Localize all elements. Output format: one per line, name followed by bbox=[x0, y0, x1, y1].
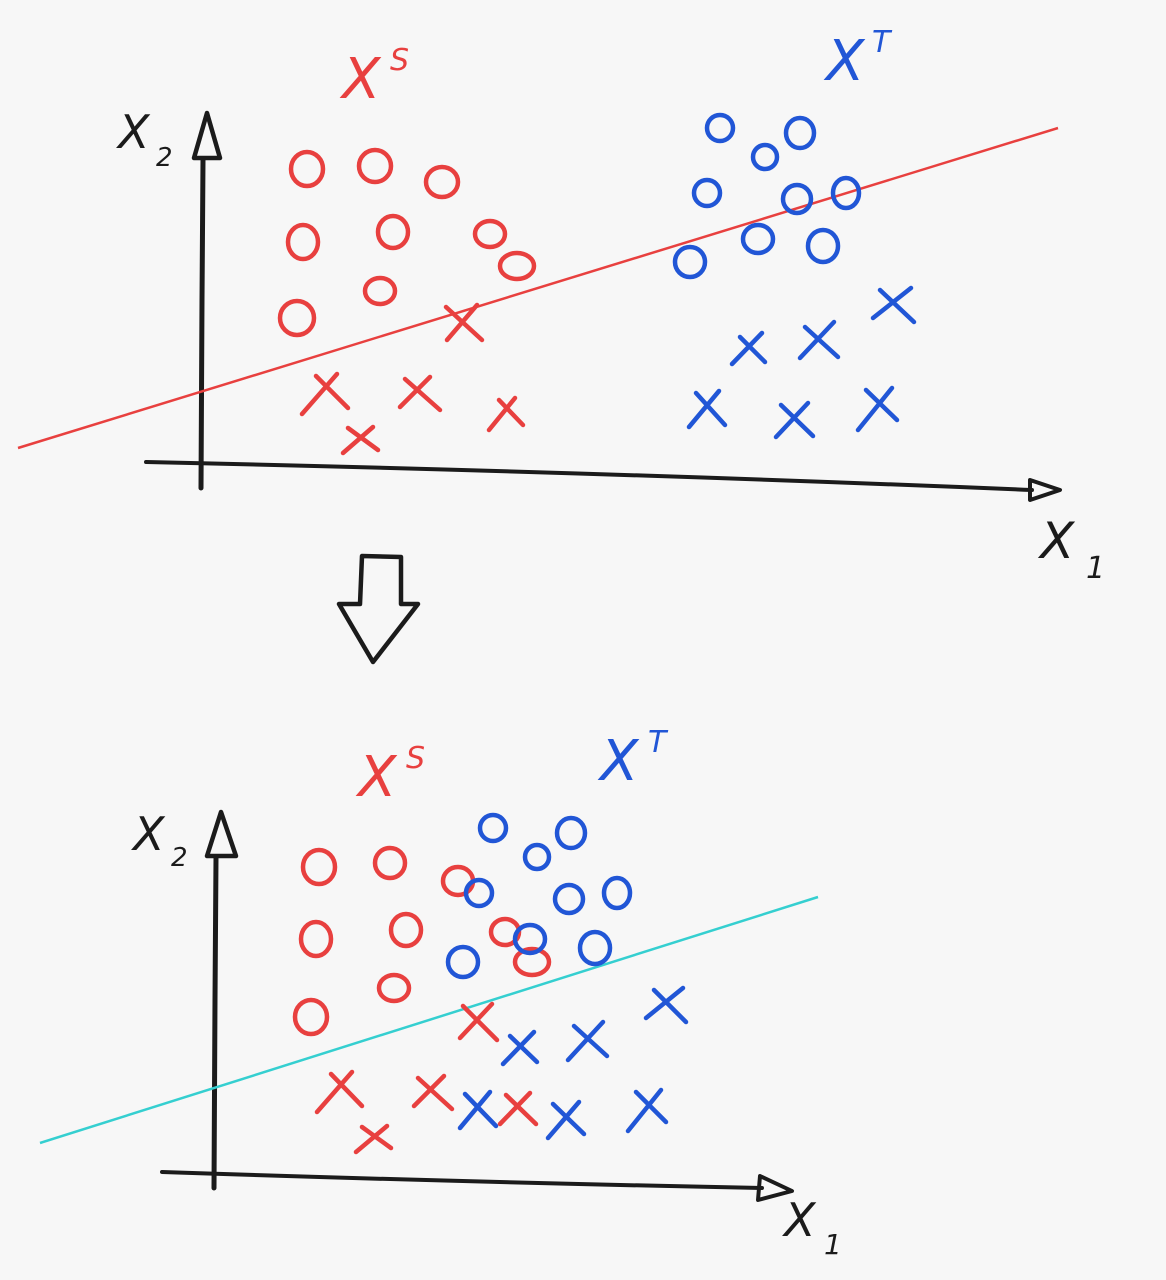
data-point bbox=[554, 815, 588, 851]
bottom-target-crosses bbox=[457, 985, 689, 1141]
top-target-circles bbox=[672, 112, 862, 280]
data-point bbox=[353, 1123, 394, 1155]
data-point bbox=[565, 1019, 610, 1063]
data-point bbox=[356, 147, 394, 185]
bottom-y-axis-label: X bbox=[131, 807, 166, 861]
data-point bbox=[497, 1090, 539, 1127]
data-point bbox=[497, 250, 537, 282]
bottom-source-superscript: S bbox=[406, 741, 425, 776]
data-point bbox=[830, 175, 862, 211]
bottom-x-axis-label: X bbox=[782, 1193, 817, 1247]
top-target-superscript: T bbox=[872, 25, 893, 60]
data-point bbox=[285, 222, 321, 262]
data-point bbox=[870, 285, 917, 325]
data-point bbox=[500, 1029, 540, 1067]
data-point bbox=[625, 1087, 669, 1134]
data-point bbox=[472, 218, 508, 250]
data-point bbox=[686, 388, 728, 430]
bottom-source-crosses bbox=[314, 1001, 539, 1155]
data-point bbox=[855, 385, 900, 433]
bottom-y-axis-arrowhead bbox=[204, 809, 239, 859]
top-y-axis bbox=[198, 157, 206, 491]
data-point bbox=[486, 395, 526, 433]
data-point bbox=[314, 1069, 365, 1115]
data-point bbox=[411, 1073, 455, 1112]
data-point bbox=[457, 1089, 499, 1131]
data-point bbox=[783, 115, 817, 151]
data-point bbox=[288, 149, 326, 189]
top-source-label: X bbox=[339, 47, 382, 112]
data-point bbox=[376, 972, 412, 1004]
bottom-target-label: X bbox=[597, 729, 640, 794]
data-point bbox=[443, 302, 485, 343]
data-point bbox=[445, 944, 481, 980]
down-arrow-icon bbox=[336, 553, 421, 665]
data-point bbox=[477, 812, 509, 844]
data-point bbox=[552, 882, 586, 916]
data-point bbox=[463, 877, 495, 909]
top-y-axis-arrowhead bbox=[191, 110, 223, 161]
data-point bbox=[277, 298, 317, 338]
data-point bbox=[545, 1099, 587, 1141]
data-point bbox=[362, 275, 398, 307]
top-x-axis bbox=[144, 460, 1034, 492]
data-point bbox=[299, 371, 351, 417]
data-point bbox=[522, 842, 552, 872]
data-point bbox=[423, 164, 461, 200]
bottom-x-axis bbox=[160, 1170, 764, 1190]
top-y-axis-label: X bbox=[116, 105, 151, 159]
data-point bbox=[577, 929, 613, 967]
data-point bbox=[780, 182, 814, 216]
data-point bbox=[740, 222, 776, 256]
top-source-superscript: S bbox=[390, 43, 409, 78]
bottom-target-circles bbox=[445, 812, 633, 980]
data-point bbox=[773, 400, 816, 440]
data-point bbox=[643, 985, 689, 1025]
data-point bbox=[672, 244, 708, 280]
bottom-y-axis bbox=[211, 855, 219, 1191]
bottom-x-axis-subscript: 1 bbox=[824, 1228, 842, 1261]
bottom-target-superscript: T bbox=[648, 725, 669, 760]
data-point bbox=[440, 864, 476, 898]
top-target-crosses bbox=[686, 285, 917, 440]
top-panel: X 2 X 1 X S X T bbox=[17, 25, 1105, 586]
data-point bbox=[512, 946, 552, 978]
data-point bbox=[300, 847, 338, 887]
top-x-axis-subscript: 1 bbox=[1086, 551, 1105, 586]
top-x-axis-arrowhead bbox=[1028, 478, 1062, 502]
bottom-source-circles bbox=[292, 845, 552, 1037]
top-source-crosses bbox=[299, 302, 526, 456]
top-source-circles bbox=[277, 147, 537, 338]
top-y-axis-subscript: 2 bbox=[156, 143, 173, 173]
data-point bbox=[397, 374, 443, 413]
data-point bbox=[372, 845, 408, 881]
data-point bbox=[704, 112, 736, 144]
data-point bbox=[729, 330, 768, 367]
data-point bbox=[375, 213, 411, 251]
data-point bbox=[691, 177, 723, 209]
bottom-y-axis-subscript: 2 bbox=[171, 843, 188, 873]
data-point bbox=[797, 319, 841, 361]
data-point bbox=[512, 922, 548, 956]
top-x-axis-label: X bbox=[1037, 512, 1076, 570]
data-point bbox=[340, 424, 381, 456]
bottom-decision-boundary bbox=[39, 895, 819, 1145]
data-point bbox=[750, 142, 780, 172]
top-decision-boundary bbox=[17, 126, 1059, 450]
bottom-source-label: X bbox=[355, 745, 398, 810]
bottom-panel: X 2 X 1 X S X T bbox=[39, 725, 842, 1261]
data-point bbox=[388, 911, 424, 949]
data-point bbox=[292, 997, 330, 1037]
data-point bbox=[601, 875, 633, 911]
data-point bbox=[805, 227, 841, 265]
data-point bbox=[298, 919, 334, 959]
data-point bbox=[457, 1001, 500, 1043]
top-target-label: X bbox=[823, 29, 866, 94]
bottom-x-axis-arrowhead bbox=[756, 1174, 794, 1202]
